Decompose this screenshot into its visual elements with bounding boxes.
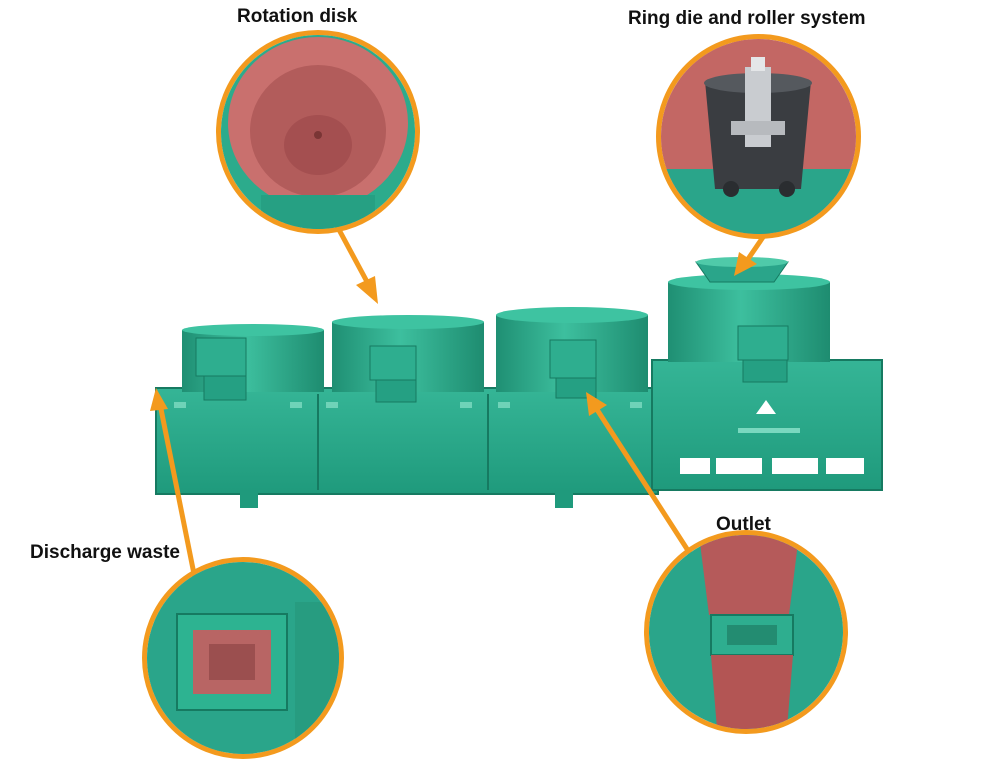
orange-arrow-rotation [334, 224, 378, 304]
outlet-label: Outlet [716, 514, 771, 535]
machine-base [155, 387, 659, 508]
outlet-detail [644, 530, 848, 734]
ring-die-label: Ring die and roller system [628, 8, 866, 29]
rotation-disk-detail [216, 30, 420, 234]
ring-die-detail [656, 34, 861, 239]
rotation-disk-label: Rotation disk [237, 6, 358, 27]
main-unit [651, 257, 883, 491]
orange-arrow-discharge [150, 388, 199, 585]
discharge-waste-detail [142, 557, 344, 759]
outlet-chutes [195, 337, 597, 403]
discharge-waste-label: Discharge waste [30, 542, 180, 563]
